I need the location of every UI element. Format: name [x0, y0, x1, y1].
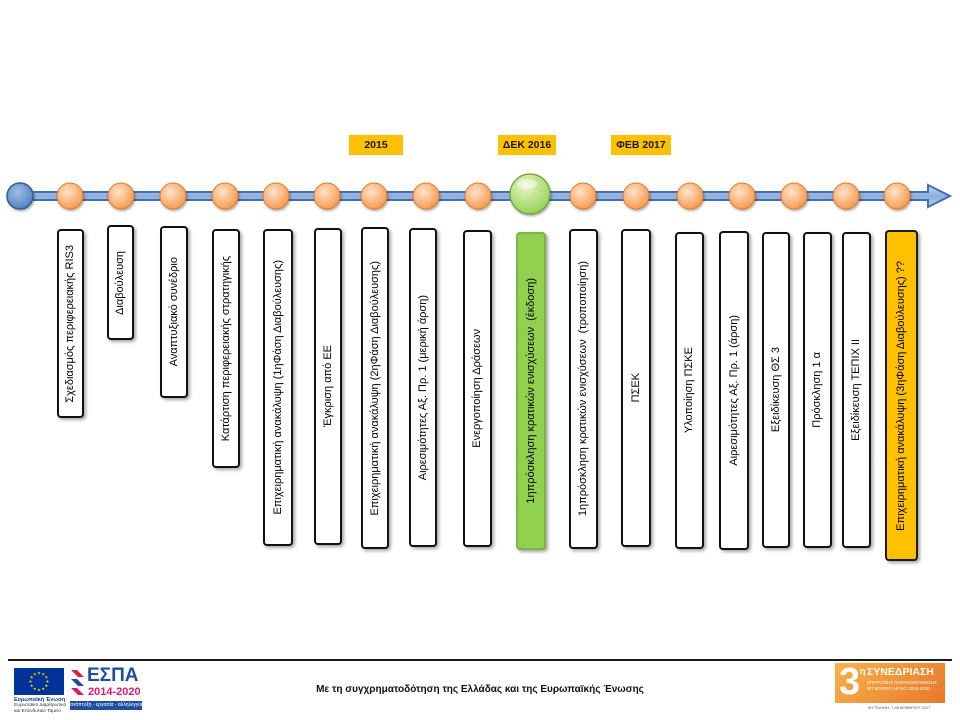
espa-logo-period: 2014-2020 — [88, 686, 141, 698]
event-logo-subtitle-1: ΕΠΙΤΡΟΠΗΣ ΠΑΡΑΚΟΛΟΥΘΗΣΗΣ — [867, 680, 938, 685]
eu-star-icon — [30, 675, 34, 679]
step-label: Διαβούλευση — [114, 250, 126, 315]
eu-star-icon — [41, 687, 45, 691]
timeline-node — [569, 182, 597, 210]
event-logo-place-date: ΜΥΤΙΛΗΝΗ, 7 ΔΕΚΕΜΒΡΙΟΥ 2017 — [868, 705, 931, 710]
timeline-node — [56, 182, 84, 210]
timeline-current-node — [509, 173, 551, 215]
timeline-node — [883, 182, 911, 210]
event-logo: 3 η ΣΥΝΕΔΡΙΑΣΗ ΕΠΙΤΡΟΠΗΣ ΠΑΡΑΚΟΛΟΥΘΗΣΗΣ … — [835, 663, 945, 703]
espa-mark-icon — [71, 670, 84, 695]
eu-logo: Ευρωπαϊκή Ένωση Ευρωπαϊκό Διαρθρωτικό κα… — [14, 668, 70, 714]
timeline-node — [313, 182, 341, 210]
step-actions-activation: Ενεργοποίηση Δράσεων — [463, 230, 492, 547]
cofinancing-statement: Με τη συγχρηματοδότηση της Ελλάδας και τ… — [316, 684, 644, 695]
espa-logo-motto: ανάπτυξη - εργασία - αλληλεγγύη — [70, 701, 144, 710]
timeline-node — [464, 182, 492, 210]
step-tepix-2-specialization: Εξειδίκευση ΤΕΠΙΧ ΙΙ — [842, 232, 871, 548]
step-label: ΠΣΕΚ — [629, 373, 642, 403]
step-pske-implementation: Υλοποίηση ΠΣΚΕ — [675, 232, 704, 549]
eu-logo-fund-line-2: και Επενδυτικό Ταμείο — [14, 708, 61, 714]
timeline-node — [211, 182, 239, 210]
step-label: 1ηπρόσκληση κρατικών ενισχύσεων (τροποπο… — [577, 261, 589, 517]
step-conditionalities-partial-lifting: Αιρεσιμότητες Αξ. Πρ. 1 (μερική άρση) — [409, 228, 437, 547]
step-label: Επιχειρηματική ανακάλυψη (1ηΦάση Διαβούλ… — [271, 260, 284, 515]
espa-logo: ΕΣΠΑ 2014-2020 ανάπτυξη - εργασία - αλλη… — [70, 665, 144, 711]
step-call-1a: Πρόσκληση 1 α — [803, 232, 832, 548]
eu-star-icon — [28, 679, 33, 683]
timeline-node — [728, 182, 756, 210]
step-label: Εξειδίκευση ΘΣ 3 — [769, 347, 782, 433]
eu-star-icon — [37, 671, 41, 675]
eu-star-icon — [45, 679, 50, 683]
step-ts3-specialization: Εξειδίκευση ΘΣ 3 — [762, 232, 790, 548]
eu-flag-icon — [14, 668, 64, 695]
period-label-feb-2017: ΦΕΒ 2017 — [611, 135, 671, 155]
step-ec-approval: Έγκριση από ΕΕ — [314, 228, 342, 545]
step-state-aid-call-1-amendment: 1ηπρόσκληση κρατικών ενισχύσεων (τροποπο… — [569, 229, 598, 549]
step-entrepreneurial-discovery-phase-2: Επιχειρηματική ανακάλυψη (2ηΦάση Διαβούλ… — [361, 227, 389, 549]
eu-star-icon — [33, 687, 37, 691]
step-ris3-design: Σχεδιασμός περιφερειακής RIS3 — [57, 229, 84, 418]
step-label: Ενεργοποίηση Δράσεων — [471, 329, 483, 448]
eu-star-icon — [33, 672, 37, 676]
step-label: Επιχειρηματική ανακάλυψη (3ηΦάση Διαβούλ… — [895, 260, 907, 531]
eu-star-icon — [37, 688, 41, 692]
period-label-dec-2016: ΔΕΚ 2016 — [498, 135, 556, 155]
timeline-node — [832, 182, 860, 210]
eu-star-icon — [41, 672, 45, 676]
step-entrepreneurial-discovery-phase-1: Επιχειρηματική ανακάλυψη (1ηΦάση Διαβούλ… — [263, 229, 293, 546]
step-label: Σχεδιασμός περιφερειακής RIS3 — [64, 244, 76, 403]
step-conditionalities-lifting: Αιρεσιμότητες Αξ. Πρ. 1 (άρση) — [719, 231, 749, 550]
event-logo-number: 3 — [839, 663, 861, 703]
step-development-conference: Αναπτυξιακό συνέδριο — [160, 226, 188, 398]
espa-mark-stripe — [71, 670, 84, 677]
step-label: Αναπτυξιακό συνέδριο — [167, 257, 180, 367]
timeline-node — [622, 182, 650, 210]
timeline-node — [360, 182, 388, 210]
espa-logo-name: ΕΣΠΑ — [87, 665, 139, 686]
footer-divider — [8, 659, 952, 661]
espa-mark-stripe — [71, 688, 84, 695]
step-state-aid-call-1-issue: 1ηπρόσκληση κρατικών ενισχύσεων (έκδοση) — [516, 232, 546, 550]
step-label: 1ηπρόσκληση κρατικών ενισχύσεων (έκδοση) — [524, 278, 537, 504]
step-label: Εξειδίκευση ΤΕΠΙΧ ΙΙ — [850, 339, 862, 441]
event-logo-ordinal: η — [860, 666, 866, 676]
timeline-node — [676, 182, 704, 210]
timeline-node — [107, 182, 135, 210]
step-regional-strategy-drafting: Κατάρτιση περιφερειακής στρατηγικής — [212, 229, 240, 468]
current-node-highlight — [517, 179, 537, 189]
timeline-node — [412, 182, 440, 210]
timeline-node — [262, 182, 290, 210]
timeline-node — [780, 182, 808, 210]
step-label: Κατάρτιση περιφερειακής στρατηγικής — [219, 255, 232, 442]
step-label: Αιρεσιμότητες Αξ. Πρ. 1 (άρση) — [727, 315, 740, 466]
eu-logo-title: Ευρωπαϊκή Ένωση — [14, 697, 66, 703]
eu-star-icon — [44, 675, 48, 679]
eu-stars — [28, 671, 50, 692]
event-logo-subtitle-2: ΕΠ ΒΟΡΕΙΟ ΑΙΓΑΙΟ 2014-2020 — [867, 686, 930, 691]
event-logo-title: ΣΥΝΕΔΡΙΑΣΗ — [867, 666, 934, 678]
timeline-start-node — [6, 182, 34, 210]
step-psek: ΠΣΕΚ — [621, 229, 651, 547]
eu-star-icon — [30, 684, 34, 688]
step-label: Πρόσκληση 1 α — [811, 352, 823, 428]
step-consultation: Διαβούλευση — [107, 225, 134, 340]
eu-logo-fund-line-1: Ευρωπαϊκό Διαρθρωτικό — [14, 703, 67, 709]
period-label-2015: 2015 — [349, 135, 403, 155]
step-label: Επιχειρηματική ανακάλυψη (2ηΦάση Διαβούλ… — [368, 260, 381, 516]
timeline-graphic — [6, 173, 953, 215]
eu-star-icon — [44, 684, 48, 688]
step-label: Υλοποίηση ΠΣΚΕ — [683, 347, 695, 434]
espa-mark-stripe — [71, 679, 84, 686]
timeline-node — [159, 182, 187, 210]
step-label: Έγκριση από ΕΕ — [321, 345, 334, 428]
step-label: Αιρεσιμότητες Αξ. Πρ. 1 (μερική άρση) — [416, 294, 429, 481]
step-entrepreneurial-discovery-phase-3: Επιχειρηματική ανακάλυψη (3ηΦάση Διαβούλ… — [885, 230, 918, 561]
